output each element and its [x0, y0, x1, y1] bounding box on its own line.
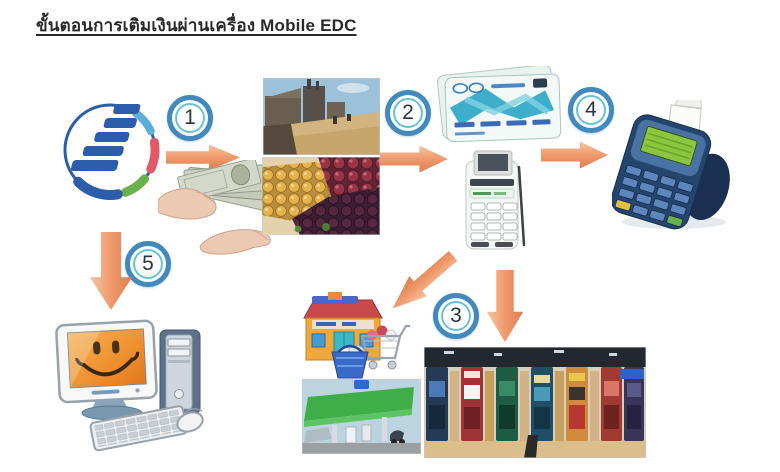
step-badge-4: 4 — [568, 87, 614, 133]
edc-antenna — [517, 165, 526, 247]
retail-shop-with-cart — [298, 288, 416, 386]
desktop-computer-smiley — [50, 318, 220, 466]
step-badge-5: 5 — [125, 241, 171, 287]
shopping-cart — [360, 324, 410, 370]
kiosk-machines — [426, 367, 644, 441]
step-badge-1: 1 — [167, 95, 213, 141]
shopping-basket — [331, 344, 369, 379]
bank-logo — [56, 92, 164, 204]
flow-arrow-step2 — [380, 145, 448, 173]
computer-monitor — [55, 319, 158, 404]
mobile-edc-terminal — [464, 149, 526, 251]
step-badge-3: 3 — [433, 293, 479, 339]
edc-terminal-with-receipt — [612, 100, 742, 232]
hand-giving-banknotes — [158, 160, 288, 265]
prepaid-cash-cards — [436, 66, 564, 146]
fruit-produce-photo — [262, 157, 380, 235]
edc-keypad — [470, 202, 518, 241]
page-title: ขั้นตอนการเติมเงินผ่านเครื่อง Mobile EDC — [36, 16, 357, 35]
receipt-paper — [674, 100, 702, 109]
gas-station-photo — [302, 379, 421, 454]
smiley-face — [75, 340, 140, 377]
flow-arrow-step3-down — [486, 270, 524, 342]
market-photo — [263, 78, 380, 155]
step-badge-2: 2 — [385, 90, 431, 136]
top-up-kiosk-machines-photo — [424, 347, 646, 458]
computer-mouse — [176, 408, 204, 433]
edc-keypad — [618, 164, 694, 222]
computer-tower — [159, 329, 201, 415]
logo-staircase — [70, 104, 141, 171]
giving-hand — [158, 188, 217, 220]
kiosk-blue-sign — [620, 369, 644, 379]
receiving-hand — [199, 229, 271, 255]
card-number-row — [454, 119, 551, 128]
